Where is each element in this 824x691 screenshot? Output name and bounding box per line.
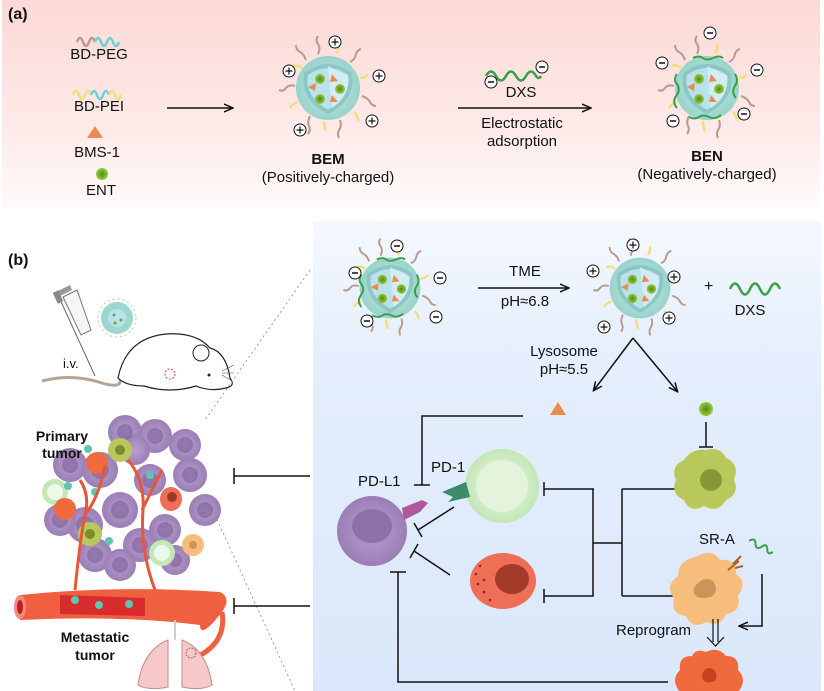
metastatic-tumor-label-1: Metastatic: [60, 629, 130, 645]
plus-sign: +: [704, 278, 714, 295]
iv-label: i.v.: [63, 356, 79, 371]
minus-charge-icon: [390, 239, 404, 253]
electrostatic-label: Electrostatic: [481, 115, 563, 132]
legend-ent: ENT: [86, 182, 116, 199]
legend-bms1: BMS-1: [74, 144, 120, 161]
dxs-label: DXS: [505, 84, 537, 101]
plus-charge-icon: [667, 270, 681, 284]
minus-charge-icon: [484, 75, 498, 89]
plus-charge-icon: [365, 114, 379, 128]
m2-macrophage: [669, 552, 744, 625]
pdl1-label: PD-L1: [358, 473, 401, 490]
inhibit-tumor-by-m1: [390, 571, 668, 683]
metastatic-tumor-label-2: tumor: [75, 647, 115, 663]
panel-a-label: (a): [8, 6, 28, 23]
plus-charge-icon: [662, 311, 676, 325]
blood-vessel: [14, 589, 227, 660]
syringe-icon: [52, 285, 96, 377]
peg-chain-icon: [75, 36, 121, 48]
ben-name: BEN: [691, 148, 723, 165]
suppression-bracket: [543, 482, 675, 603]
lysosome-label: Lysosome: [530, 343, 598, 360]
minus-charge-icon: [348, 266, 362, 280]
arrow-release-bms1: [594, 337, 634, 390]
tumor-cell-pdl1: [337, 496, 428, 566]
dxs-released-icon: [728, 282, 782, 296]
immunosuppressive-cell: [470, 553, 536, 609]
mdsc-cell: [674, 449, 736, 509]
bms1-triangle-icon: [87, 126, 103, 138]
bem-description: (Positively-charged): [261, 169, 395, 186]
dxs-released-label: DXS: [734, 302, 766, 319]
pd1-label: PD-1: [431, 459, 466, 476]
inhibit-tumor-by-tcell: [413, 506, 455, 538]
inhibit-primary-tumor: [233, 468, 310, 484]
dxs-chain-icon: [484, 70, 543, 82]
tme-label: TME: [509, 263, 541, 280]
reprogram-double-arrow: [706, 619, 725, 647]
bms1-released-icon: [550, 402, 566, 415]
reprogram-label: Reprogram: [616, 622, 692, 639]
tme-ph-label: pH≈6.8: [500, 293, 550, 310]
zoom-guide-line: [214, 514, 296, 691]
minus-charge-icon: [360, 314, 374, 328]
plus-charge-icon: [372, 69, 386, 83]
minus-charge-icon: [429, 310, 443, 324]
m1-macrophage: [675, 649, 743, 691]
minus-charge-icon: [737, 107, 751, 121]
inhibit-mdsc-by-ent: [699, 422, 713, 448]
legend-bd-peg: BD-PEG: [70, 46, 128, 63]
minus-charge-icon: [535, 60, 549, 74]
lungs-illustration: [137, 620, 213, 690]
primary-tumor-label-1: Primary: [35, 428, 89, 444]
sra-label: SR-A: [699, 531, 735, 548]
zoom-guide-line: [204, 269, 311, 421]
mouse-illustration: [41, 333, 235, 391]
pei-chain-icon: [71, 89, 123, 101]
inhibit-pdl1-by-bms1: [414, 415, 523, 486]
dxs-ligand-icon: [748, 538, 774, 555]
adsorption-label: adsorption: [486, 133, 558, 150]
bem-nanoparticle: [277, 34, 378, 140]
arrow-dxs-reprogram: [740, 574, 763, 626]
minus-charge-icon: [750, 63, 764, 77]
ent-released-icon: [699, 402, 713, 416]
minus-charge-icon: [703, 26, 717, 40]
minus-charge-icon: [433, 271, 447, 285]
bem-name: BEM: [311, 151, 345, 168]
primary-tumor-label-2: tumor: [42, 445, 82, 461]
panel-b-label: (b): [8, 252, 29, 269]
plus-charge-icon: [597, 320, 611, 334]
minus-charge-icon: [655, 56, 669, 70]
ent-dot-icon: [96, 168, 108, 180]
t-cell-pd1: [442, 449, 539, 523]
primary-tumor-cluster: [42, 415, 221, 591]
ben-nanoparticle-tme: [342, 237, 437, 337]
minus-charge-icon: [666, 114, 680, 128]
lysosome-ph-label: pH≈5.5: [539, 361, 589, 378]
legend-bd-pei: BD-PEI: [73, 98, 125, 115]
ben-description: (Negatively-charged): [637, 166, 777, 183]
inhibit-tumor-by-treg: [409, 543, 451, 576]
plus-charge-icon: [626, 238, 640, 252]
inhibit-metastatic-tumor: [233, 598, 310, 614]
plus-charge-icon: [282, 64, 296, 78]
plus-charge-icon: [328, 35, 342, 49]
arrow-release-ent: [632, 337, 677, 391]
plus-charge-icon: [586, 264, 600, 278]
plus-charge-icon: [293, 123, 307, 137]
injected-nanoparticle-icon: [97, 298, 137, 338]
